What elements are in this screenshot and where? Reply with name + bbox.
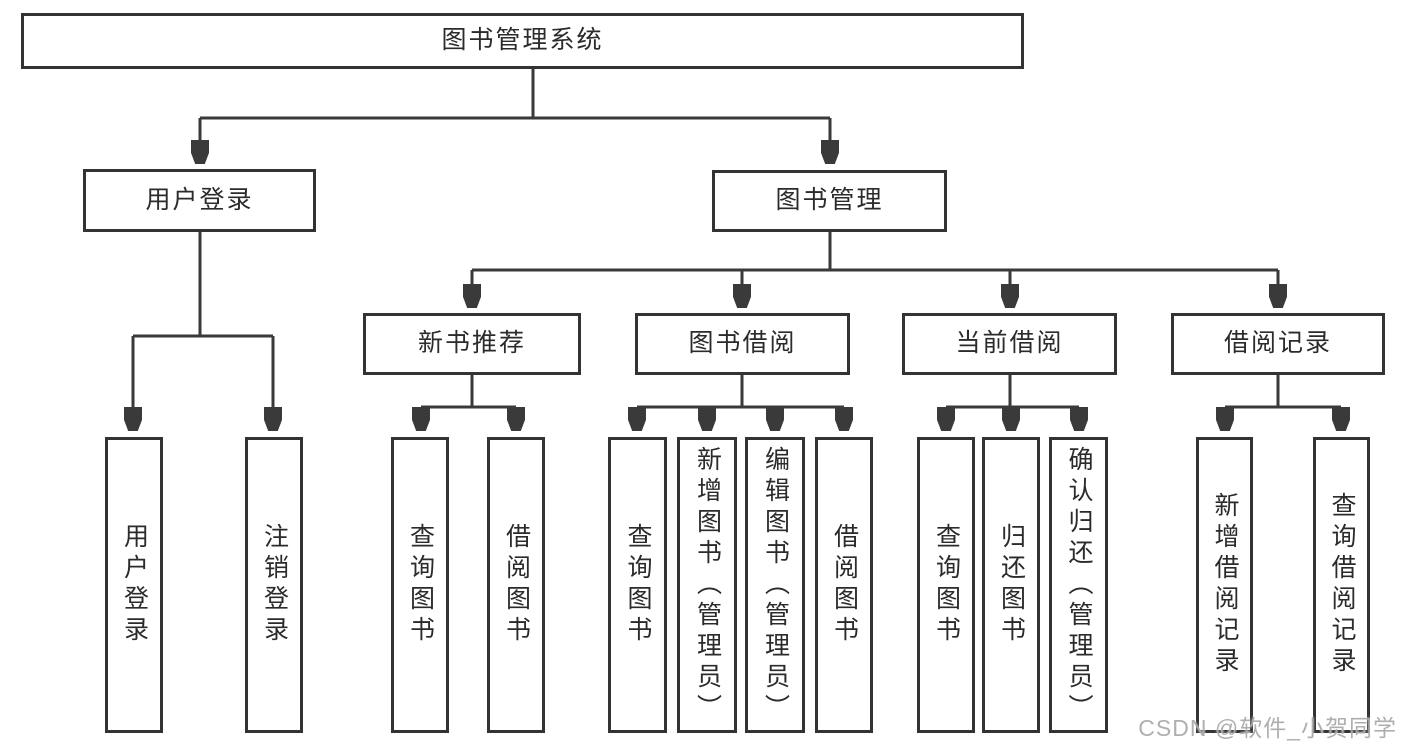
node-user-login: 用户登录 bbox=[83, 169, 316, 232]
leaf-query-books-recommend: 查询图书 bbox=[391, 437, 449, 733]
leaf-edit-books-admin: 编辑图书（管理员） bbox=[745, 437, 805, 733]
leaf-borrow-books-recommend: 借阅图书 bbox=[487, 437, 545, 733]
connector-new-book-to-leaves bbox=[421, 375, 516, 431]
leaf-add-books-admin: 新增图书（管理员） bbox=[677, 437, 737, 733]
node-borrow-record: 借阅记录 bbox=[1171, 313, 1385, 375]
node-new-book-recommend: 新书推荐 bbox=[363, 313, 581, 375]
leaf-query-books-borrow: 查询图书 bbox=[608, 437, 667, 733]
connector-borrow-record-to-leaves bbox=[1225, 375, 1341, 431]
leaf-query-borrow-record: 查询借阅记录 bbox=[1313, 437, 1370, 733]
leaf-borrow-books: 借阅图书 bbox=[815, 437, 873, 733]
node-current-borrow: 当前借阅 bbox=[902, 313, 1117, 375]
connector-current-borrow-to-leaves bbox=[946, 375, 1079, 431]
node-book-borrow: 图书借阅 bbox=[635, 313, 850, 375]
connector-book-borrow-to-leaves bbox=[637, 375, 844, 431]
leaf-query-books-current: 查询图书 bbox=[917, 437, 975, 733]
leaf-logout: 注销登录 bbox=[245, 437, 303, 733]
connector-user-login-to-leaves bbox=[133, 232, 273, 431]
leaf-user-login: 用户登录 bbox=[105, 437, 163, 733]
node-book-management: 图书管理 bbox=[712, 170, 947, 232]
connector-book-mgmt-to-level3 bbox=[472, 232, 1278, 308]
connector-root-to-level2 bbox=[200, 69, 830, 164]
leaf-return-books: 归还图书 bbox=[982, 437, 1040, 733]
leaf-confirm-return-admin: 确认归还（管理员） bbox=[1049, 437, 1108, 733]
node-root-library-system: 图书管理系统 bbox=[21, 13, 1024, 69]
leaf-add-borrow-record: 新增借阅记录 bbox=[1196, 437, 1253, 733]
